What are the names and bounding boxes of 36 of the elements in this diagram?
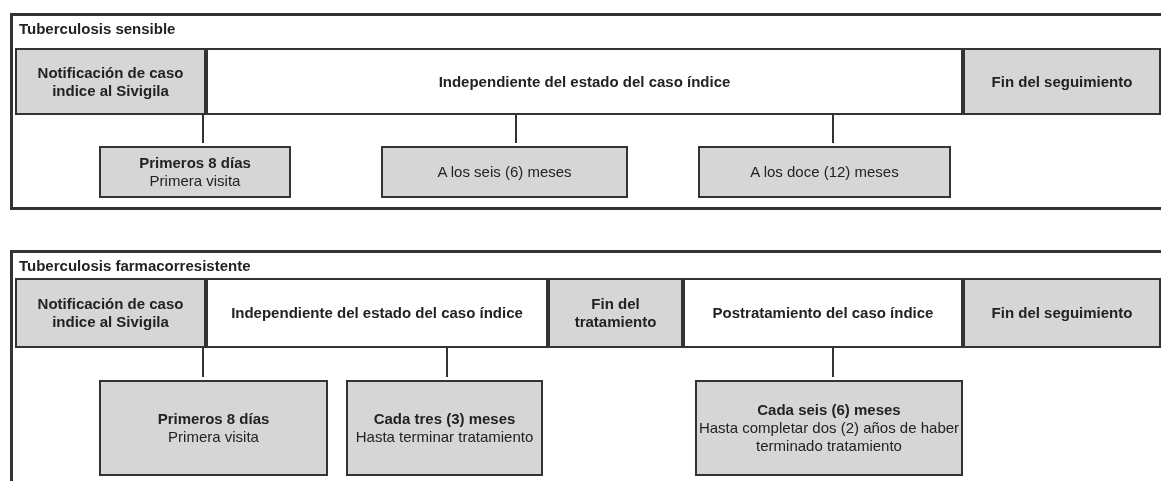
stage-box xyxy=(15,278,206,348)
box-text: Primera visita xyxy=(168,428,259,446)
stage-box xyxy=(548,278,683,348)
box-heading: Independiente del estado del caso índice xyxy=(438,72,731,91)
box-heading: Notificación de caso indice al Sivigila xyxy=(36,295,185,331)
box-heading: Independiente del estado del caso índice xyxy=(231,304,523,322)
box-heading: Cada seis (6) meses xyxy=(757,401,901,419)
box-text: Hasta completar dos (2) años de haber terminado tratamiento xyxy=(697,419,961,455)
stage-box xyxy=(963,278,1161,348)
box-text: Primera visita xyxy=(149,172,241,190)
panel-frame xyxy=(10,250,1161,481)
box-heading: A los doce (12) meses xyxy=(750,163,899,181)
box-heading: Primeros 8 días xyxy=(157,410,270,428)
stage-box xyxy=(346,380,543,476)
stage-box xyxy=(963,48,1161,115)
stage-box xyxy=(99,146,291,198)
stage-band xyxy=(206,48,963,115)
box-heading: Fin del seguimiento xyxy=(991,72,1133,91)
stage-band xyxy=(206,278,548,348)
box-heading: Cada tres (3) meses xyxy=(373,410,516,428)
stage-box xyxy=(15,48,206,115)
stage-band xyxy=(683,278,963,348)
stage-box xyxy=(695,380,963,476)
panel-title: Tuberculosis farmacorresistente xyxy=(19,257,251,275)
stage-box xyxy=(698,146,951,198)
box-text: Hasta terminar tratamiento xyxy=(355,428,534,446)
box-heading: Fin del seguimiento xyxy=(991,304,1133,322)
box-heading: Fin del tratamiento xyxy=(573,295,658,331)
box-heading: Postratamiento del caso índice xyxy=(712,304,934,322)
box-heading: Primeros 8 días xyxy=(139,154,251,172)
stage-box xyxy=(381,146,628,198)
box-heading: Notificación de caso indice al Sivigila xyxy=(36,63,185,100)
stage-box xyxy=(99,380,328,476)
panel-title: Tuberculosis sensible xyxy=(19,20,176,38)
panel-frame xyxy=(10,13,1161,210)
box-heading: A los seis (6) meses xyxy=(437,163,572,181)
